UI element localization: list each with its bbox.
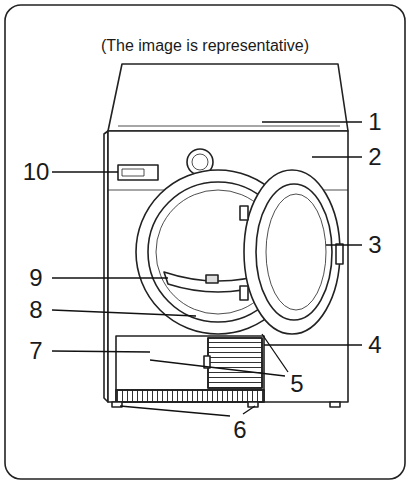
- callout-number: 7: [29, 339, 42, 363]
- foot: [248, 402, 258, 407]
- callout-number: 5: [290, 372, 303, 396]
- display: [118, 165, 158, 180]
- callout-number: 4: [368, 333, 381, 357]
- callout-number: 1: [368, 110, 381, 134]
- front-panel: [108, 131, 348, 402]
- callout-number: 3: [368, 233, 381, 257]
- callout-number: 6: [233, 418, 246, 442]
- door-handle: [336, 244, 343, 264]
- ventilation-grille: [208, 338, 262, 388]
- loading-door: [244, 170, 340, 334]
- kickplate: [116, 336, 264, 390]
- plinth: [116, 390, 264, 402]
- callout-number: 8: [29, 298, 42, 322]
- leader-lines: [52, 122, 362, 416]
- callout-number: 10: [23, 160, 50, 184]
- callout-number: 2: [368, 145, 381, 169]
- top-panel: [108, 64, 348, 131]
- foot: [330, 402, 340, 407]
- frame: [5, 5, 405, 479]
- callout-number: 9: [29, 266, 42, 290]
- note-text: (The image is representative): [101, 38, 309, 54]
